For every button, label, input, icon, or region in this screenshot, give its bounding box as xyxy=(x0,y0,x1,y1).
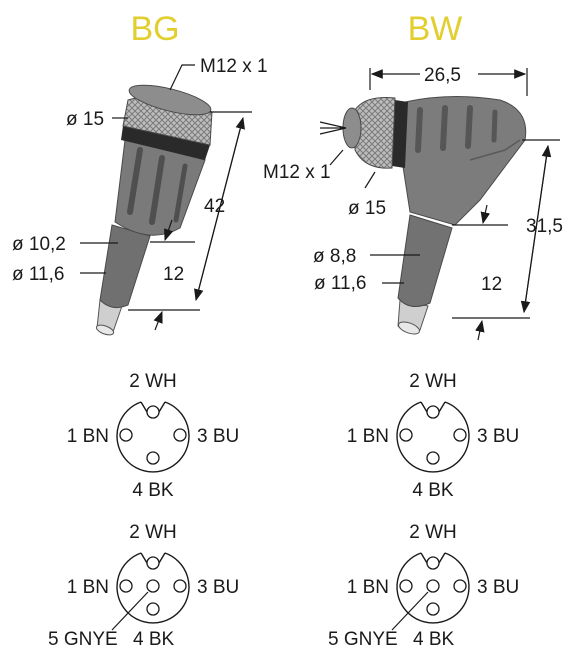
pin-2 xyxy=(146,405,160,419)
pin-label-3: 3 BU xyxy=(477,577,519,598)
bw-total-length-label: 31,5 xyxy=(526,216,563,237)
pin-1 xyxy=(399,579,413,593)
bw-dimensions: 26,5 M12 x 1 ø 15 ø 8,8 ø 11,6 31,5 12 xyxy=(263,65,563,341)
bw-connector-illustration xyxy=(342,95,527,335)
bg-cable-length-label: 12 xyxy=(163,264,184,285)
pin-label-2: 2 WH xyxy=(129,371,177,392)
bg-pinout-5pin: 2 WH 1 BN 3 BU 5 GNYE 4 BK xyxy=(48,522,239,650)
bg-cable-diameter-label: ø 11,6 xyxy=(12,264,64,285)
pin-label-2: 2 WH xyxy=(409,371,457,392)
pin-label-2: 2 WH xyxy=(409,522,457,543)
pin-3 xyxy=(173,579,187,593)
pin-label-4: 4 BK xyxy=(133,629,175,650)
pin-label-4: 4 BK xyxy=(413,629,455,650)
pin-label-1: 1 BN xyxy=(67,426,109,447)
bw-width-label: 26,5 xyxy=(424,65,461,86)
bg-pinout-4pin: 2 WH 1 BN 3 BU 4 BK xyxy=(67,371,240,501)
bw-title: BW xyxy=(408,10,463,48)
pin-2 xyxy=(426,405,440,419)
bw-thread-label: M12 x 1 xyxy=(263,162,331,183)
pin-label-4: 4 BK xyxy=(132,480,174,501)
bg-thread-label: M12 x 1 xyxy=(200,56,268,77)
pin-5 xyxy=(146,579,160,593)
pin-label-1: 1 BN xyxy=(347,426,389,447)
bw-pinout-4pin: 2 WH 1 BN 3 BU 4 BK xyxy=(347,371,520,501)
bw-nut-diameter-label: ø 15 xyxy=(348,198,386,219)
pin-label-3: 3 BU xyxy=(477,426,519,447)
pin-4 xyxy=(426,602,440,616)
pin-3 xyxy=(173,428,187,442)
pin-label-3: 3 BU xyxy=(197,577,239,598)
pin-label-2: 2 WH xyxy=(129,522,177,543)
bg-total-length-label: 42 xyxy=(204,196,225,217)
bw-cable-length-label: 12 xyxy=(481,274,502,295)
pin-label-1: 1 BN xyxy=(67,577,109,598)
bw-cable-diameter-label: ø 11,6 xyxy=(314,273,366,294)
pin-4 xyxy=(426,451,440,465)
pin-5 xyxy=(426,579,440,593)
pin-label-5: 5 GNYE xyxy=(328,629,398,650)
pin-4 xyxy=(146,451,160,465)
pin-3 xyxy=(453,428,467,442)
pin-4 xyxy=(146,602,160,616)
pin-2 xyxy=(146,556,160,570)
pin-label-4: 4 BK xyxy=(412,480,454,501)
bw-shaft-diameter-label: ø 8,8 xyxy=(313,246,356,267)
bg-shaft-diameter-label: ø 10,2 xyxy=(12,234,66,255)
bg-connector-illustration xyxy=(95,84,213,336)
bg-nut-diameter-label: ø 15 xyxy=(66,109,104,130)
pin-1 xyxy=(119,579,133,593)
pin-1 xyxy=(119,428,133,442)
bg-dimensions: M12 x 1 ø 15 ø 10,2 ø 11,6 42 12 xyxy=(12,56,268,331)
pin-label-1: 1 BN xyxy=(347,577,389,598)
pin-label-3: 3 BU xyxy=(197,426,239,447)
pin-label-5: 5 GNYE xyxy=(48,629,118,650)
bg-title: BG xyxy=(130,10,179,48)
pin-1 xyxy=(399,428,413,442)
pin-2 xyxy=(426,556,440,570)
bw-pinout-5pin: 2 WH 1 BN 3 BU 5 GNYE 4 BK xyxy=(328,522,519,650)
pin-3 xyxy=(453,579,467,593)
